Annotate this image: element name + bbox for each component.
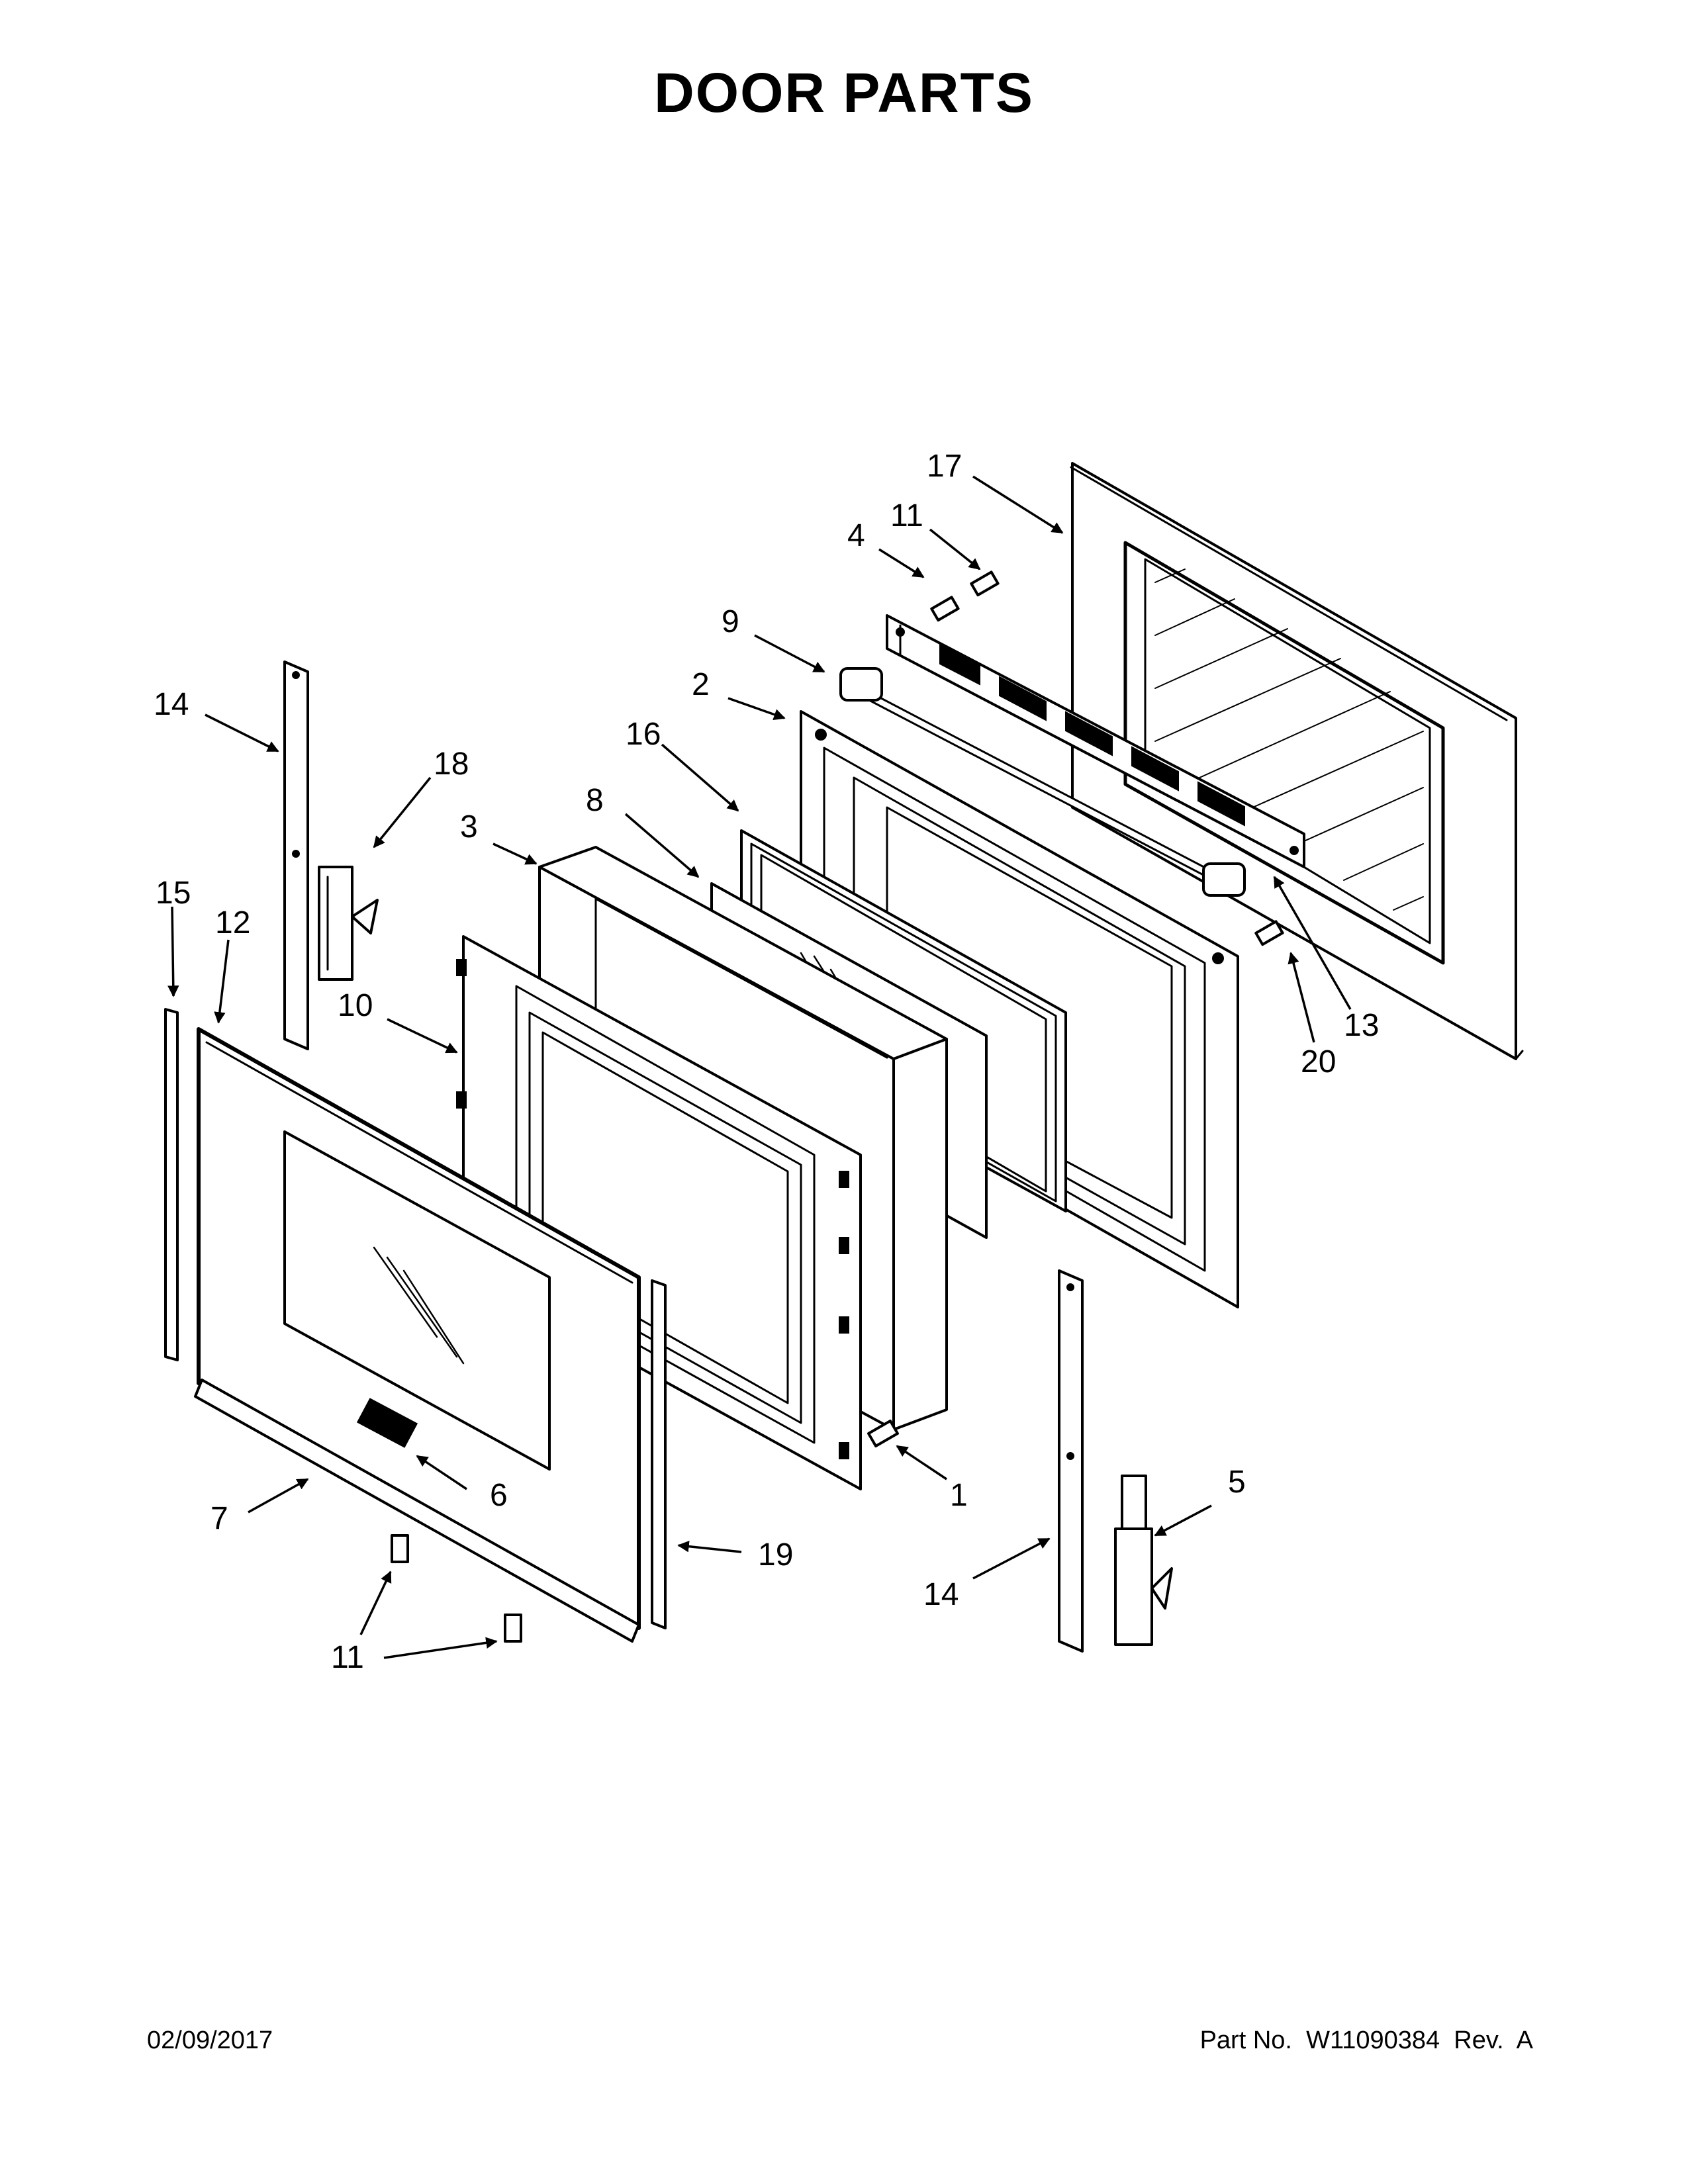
part-12-outer-door-panel <box>197 1027 641 1630</box>
part-4-screw <box>930 596 960 622</box>
callout-14-left: 14 <box>154 687 189 722</box>
part-5-hinge <box>1114 1475 1173 1646</box>
part-18-hinge <box>318 866 379 981</box>
part-20-screw <box>1254 920 1284 946</box>
callout-20: 20 <box>1301 1044 1336 1079</box>
part-7-bottom-trim <box>194 1379 640 1643</box>
part-14-hinge-receiver-left <box>283 660 309 1050</box>
part-11-screw-top <box>970 570 1000 597</box>
footer-part-number: Part No. W11090384 Rev. A <box>1199 2026 1533 2054</box>
callout-6: 6 <box>490 1478 508 1513</box>
callout-11-top: 11 <box>890 498 923 533</box>
part-17-inner-door-panel <box>1070 462 1524 1060</box>
callout-9: 9 <box>722 604 739 639</box>
callout-11-bottom: 11 <box>331 1640 364 1675</box>
footer-date: 02/09/2017 <box>147 2026 273 2054</box>
callout-14-right: 14 <box>923 1577 959 1612</box>
callout-5: 5 <box>1228 1465 1246 1500</box>
callout-17: 17 <box>927 449 962 484</box>
part-11-screw-bottom-right <box>504 1614 522 1643</box>
callout-10: 10 <box>338 988 373 1023</box>
callout-15: 15 <box>156 876 191 911</box>
part-10-inner-door-frame <box>456 935 862 1490</box>
part-13-vent-panel <box>886 614 1305 868</box>
callout-18: 18 <box>434 747 469 782</box>
callout-12: 12 <box>215 905 250 940</box>
part-1-screw <box>867 1419 899 1448</box>
callout-leaders <box>167 475 1352 1659</box>
part-15-left-trim <box>164 1008 179 1361</box>
part-14-hinge-receiver-right <box>1058 1269 1084 1653</box>
callout-19: 19 <box>758 1537 793 1572</box>
part-19-right-trim <box>651 1279 667 1629</box>
page-title: DOOR PARTS <box>654 62 1034 124</box>
callout-2: 2 <box>692 667 710 702</box>
callout-7: 7 <box>211 1501 228 1536</box>
callout-16: 16 <box>626 717 661 752</box>
callout-13: 13 <box>1344 1008 1379 1043</box>
callout-4: 4 <box>847 518 865 553</box>
callout-1: 1 <box>950 1478 968 1513</box>
callout-labels: 17 4 11 9 2 16 14 18 8 3 15 12 10 13 20 … <box>154 449 1379 1675</box>
callout-3: 3 <box>460 809 478 844</box>
part-11-screw-bottom-left <box>391 1534 409 1563</box>
part-9-bracket-rod <box>839 667 1246 897</box>
callout-8: 8 <box>586 783 604 818</box>
